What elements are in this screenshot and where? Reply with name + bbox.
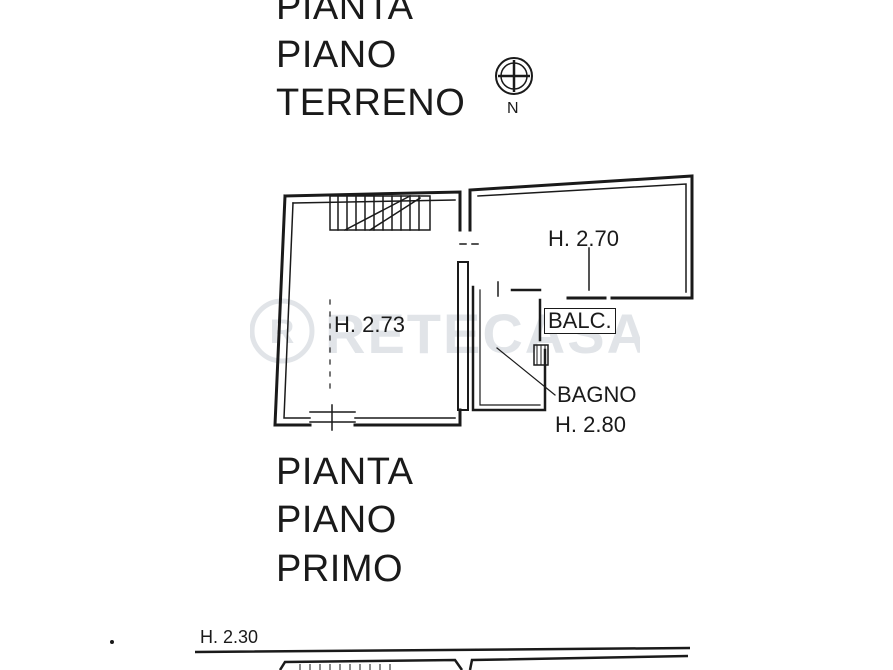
compass-label: N: [507, 100, 519, 117]
window: [309, 404, 356, 431]
room-left-height: H. 2.73: [334, 312, 405, 337]
exterior-wall: [283, 174, 694, 300]
room-right-height: H. 2.70: [548, 226, 619, 251]
staircase: [329, 194, 431, 232]
interior-wall: [457, 261, 469, 411]
leader-line: [496, 347, 556, 396]
first-floor-title-line1: PIANTA: [276, 451, 414, 493]
bathroom-wall: [471, 285, 547, 412]
ground-floor-title-line1: PIANTA: [276, 0, 414, 28]
lower-plan-height: H. 2.30: [200, 627, 259, 647]
bathroom-height: H. 2.80: [555, 412, 626, 437]
ground-floor-title-line2: PIANO: [276, 34, 397, 76]
lower-staircase: [299, 664, 391, 670]
first-floor-title-line3: PRIMO: [276, 548, 404, 590]
north-arrow-icon: [495, 57, 533, 95]
lower-plan-wall: [194, 646, 691, 670]
first-floor-title-line2: PIANO: [276, 499, 397, 541]
ground-floor-title-line3: TERRENO: [276, 82, 466, 124]
exterior-wall-left: [273, 194, 462, 427]
bathroom-label: BAGNO: [557, 382, 637, 407]
balcony-label: BALC.: [544, 308, 616, 334]
